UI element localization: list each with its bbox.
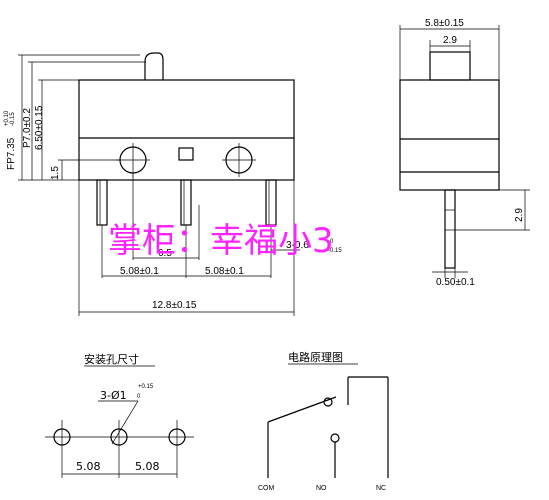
mount-pitch-left: 5.08 <box>76 460 101 473</box>
switch-contact-no <box>330 433 340 443</box>
mounting-title: 安装孔尺寸 <box>84 352 139 366</box>
dim-total-width: 12.8±0.15 <box>152 300 197 311</box>
side-dim-terminal-thickness: 0.50±0.1 <box>436 277 475 288</box>
side-terminal <box>444 189 456 269</box>
dim-fp-tol-upper: +0.10 <box>4 110 10 126</box>
mount-pitch-right: 5.08 <box>135 460 160 473</box>
dim-pitch-left: 5.08±0.1 <box>120 266 159 277</box>
watermark-text: 掌柜：幸福小3 <box>108 221 334 261</box>
terminal-middle <box>180 179 192 226</box>
dim-p-height: P7.0±0.2 <box>22 108 33 148</box>
hole-tol-lower: 0 <box>137 394 141 400</box>
dim-fp-height: FP7.35 <box>6 137 17 170</box>
side-dim-actuator: 2.9 <box>443 35 457 46</box>
side-body <box>399 79 500 191</box>
dim-terminal-width: 3-0.6 <box>286 240 309 251</box>
dim-terminal-tol-lower: -0.15 <box>328 248 342 254</box>
terminal-com-label: COM <box>258 485 275 492</box>
dim-body-height: 6.50±0.15 <box>34 105 45 150</box>
switch-contact-nc <box>323 397 333 407</box>
mounting-hole-diagram: 安装孔尺寸 3-Ø1 +0.15 0 5.08 5.08 <box>45 352 194 478</box>
front-marker <box>178 147 194 161</box>
terminal-left <box>96 179 108 226</box>
dim-pitch-right: 5.08±0.1 <box>205 266 244 277</box>
side-dim-total-width: 5.8±0.15 <box>425 18 464 29</box>
dim-terminal-tol-upper: 0 <box>330 239 334 245</box>
terminal-right <box>265 179 277 226</box>
dim-hole-height: 1.5 <box>50 166 61 180</box>
switch-blade <box>267 396 337 423</box>
circuit-diagram: 电路原理图 COM NO NC <box>258 351 389 492</box>
front-actuator <box>144 52 164 80</box>
front-view: FP7.35 +0.10 -0.15 P7.0±0.2 6.50±0.15 1.… <box>4 52 342 316</box>
dim-fp-tol-lower: -0.15 <box>10 112 16 126</box>
terminal-nc-label: NC <box>376 485 386 492</box>
hole-tol-upper: +0.15 <box>138 384 154 390</box>
circuit-title: 电路原理图 <box>288 351 343 364</box>
front-body <box>78 79 295 181</box>
side-dim-terminal-length: 2.9 <box>514 208 525 222</box>
side-view: 5.8±0.15 2.9 2.9 0.50±0.1 <box>399 18 530 288</box>
side-actuator <box>429 51 471 81</box>
terminal-no-label: NO <box>316 485 327 492</box>
hole-label: 3-Ø1 <box>100 389 127 402</box>
dim-offset: 6.5 <box>158 248 172 259</box>
